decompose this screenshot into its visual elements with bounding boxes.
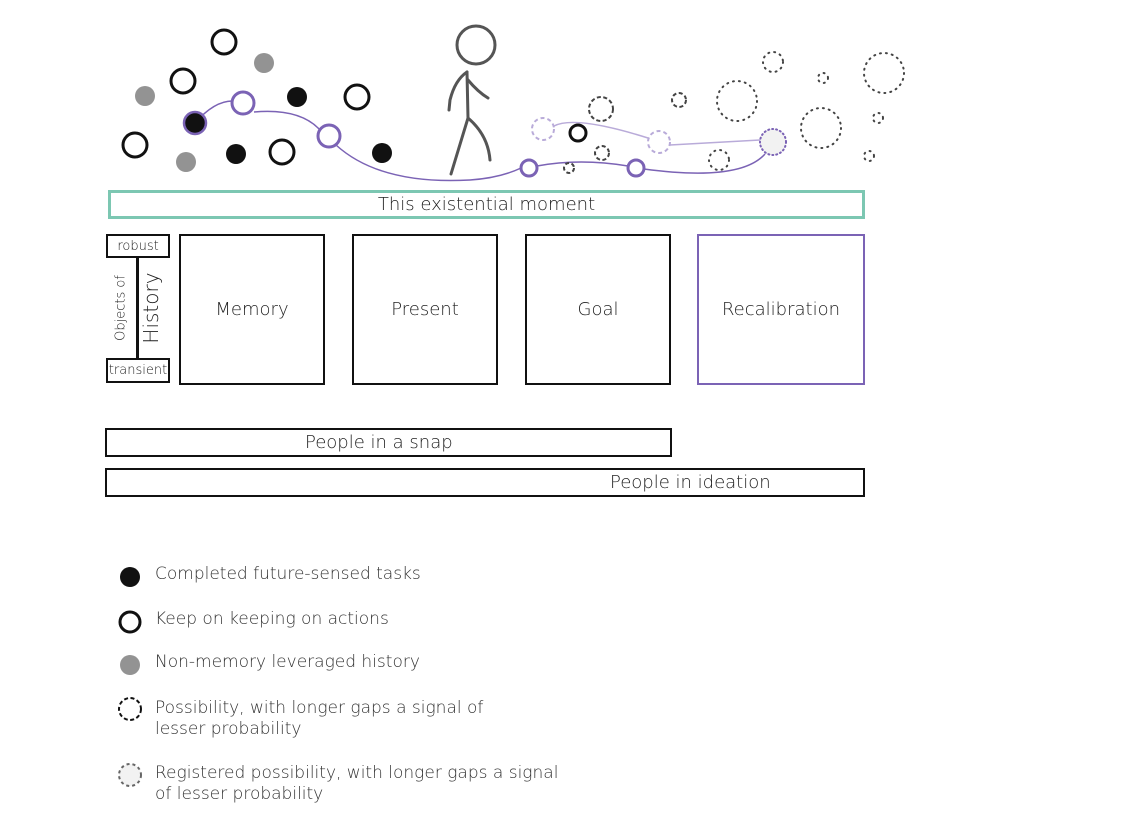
keep-on-actions — [121, 28, 588, 166]
stage-recalibration: Recalibration — [697, 234, 865, 385]
legend-item-keep-on: Keep on keeping on actions — [155, 609, 389, 629]
history-caption: History — [139, 272, 163, 344]
black-circle — [226, 144, 246, 164]
dashed-gray-filled-circle-icon — [118, 763, 142, 787]
registered-possibility — [759, 128, 787, 156]
dashed-circle-icon — [118, 697, 142, 721]
stage-goal: Goal — [525, 234, 671, 385]
existential-moment-label: This existential moment — [377, 194, 596, 215]
robust-label: robust — [117, 238, 159, 254]
walking-person-icon — [447, 24, 497, 176]
completed-tasks — [182, 87, 392, 164]
black-circle — [287, 87, 307, 107]
non-memory-history — [135, 53, 274, 172]
people-in-ideation-bar: People in ideation — [105, 468, 865, 497]
outline-circle — [568, 123, 588, 143]
light-possibilities — [531, 117, 671, 154]
history-path — [194, 100, 766, 182]
existential-moment-bar: This existential moment — [108, 190, 865, 219]
outline-circle — [210, 28, 238, 56]
history-axis-line — [136, 258, 139, 358]
people-in-snap-bar: People in a snap — [105, 428, 672, 457]
people-in-snap-label: People in a snap — [305, 432, 453, 453]
outline-circle — [268, 138, 296, 166]
gray-circle — [254, 53, 274, 73]
stage-memory: Memory — [179, 234, 325, 385]
filled-black-circle-icon — [120, 567, 140, 587]
filled-gray-circle-icon — [120, 655, 140, 675]
path-nodes — [230, 90, 646, 178]
robust-label-box: robust — [106, 234, 170, 258]
stage-present: Present — [352, 234, 498, 385]
transient-label: transient — [108, 363, 168, 378]
black-circle — [372, 143, 392, 163]
outline-black-circle-icon — [118, 610, 142, 634]
legend-icons — [118, 567, 142, 787]
black-circle — [182, 110, 208, 136]
gray-circle — [176, 152, 196, 172]
people-in-ideation-label: People in ideation — [610, 472, 771, 493]
stage-label: Present — [391, 299, 459, 320]
legend-item-possibility: Possibility, with longer gaps a signal o… — [155, 698, 484, 739]
stage-label: Goal — [577, 299, 619, 320]
possibilities-dashed — [563, 92, 687, 174]
legend-item-registered-possibility: Registered possibility, with longer gaps… — [155, 763, 559, 804]
stage-label: Memory — [215, 299, 289, 320]
outline-circle — [169, 67, 197, 95]
timeline-illustration — [121, 24, 905, 182]
possibilities-dotted — [708, 51, 905, 171]
transient-label-box: transient — [106, 358, 170, 383]
stage-label: Recalibration — [721, 299, 841, 320]
outline-circle — [343, 83, 371, 111]
objects-of-caption: Objects of — [113, 275, 129, 341]
legend-item-completed: Completed future-sensed tasks — [155, 564, 421, 584]
gray-circle — [135, 86, 155, 106]
legend-item-non-memory: Non-memory leveraged history — [155, 652, 420, 672]
outline-circle — [121, 131, 149, 159]
possibility-path — [553, 121, 761, 146]
